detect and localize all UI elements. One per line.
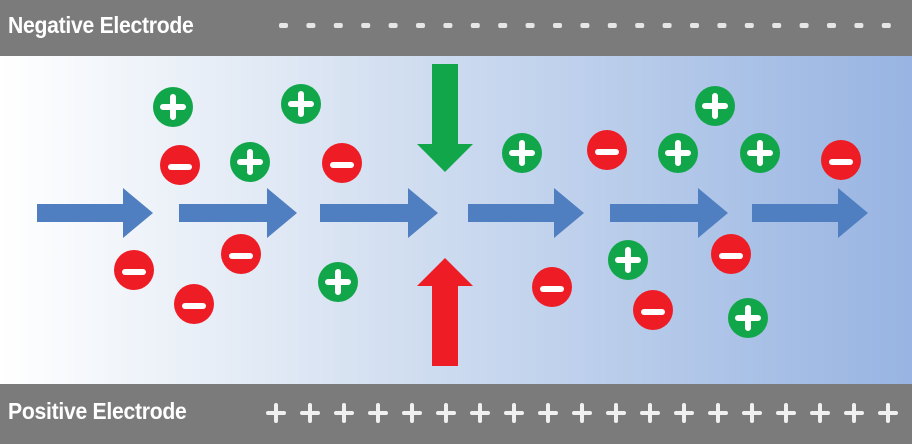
plus-icon <box>665 140 691 166</box>
positive-charge-plus <box>402 403 422 423</box>
negative-charge-dash <box>690 23 699 28</box>
negative-charge-dash <box>744 23 754 28</box>
negative-charge-dash <box>361 23 371 28</box>
positive-charge-plus <box>436 403 456 423</box>
positive-charge-plus <box>334 403 354 423</box>
negative-charge-dash <box>306 23 316 28</box>
negative-charge-dash <box>717 23 727 28</box>
positive-charge-plus <box>266 403 286 423</box>
positive-charge-plus <box>640 403 660 423</box>
positive-charge-plus <box>300 403 320 423</box>
positive-charge-plus <box>470 403 490 423</box>
negative-charge-dash <box>553 23 562 28</box>
negative-charge-dash <box>279 23 288 28</box>
flow-arrow <box>468 188 584 238</box>
positive-charge-plus <box>776 403 796 423</box>
negative-charge-dash <box>580 23 590 28</box>
positive-charge-plus <box>368 403 388 423</box>
negative-charge-dash <box>525 23 535 28</box>
up-arrow <box>417 258 473 366</box>
negative-charge-dash <box>388 23 398 28</box>
negative-charge-dash <box>416 23 425 28</box>
positive-charge-plus <box>708 403 728 423</box>
positive-charge-plus <box>674 403 694 423</box>
positive-charge-plus <box>504 403 524 423</box>
negative-charge-dash <box>827 23 836 28</box>
negative-electrode: Negative Electrode <box>0 0 912 56</box>
positive-charge-plus <box>572 403 592 423</box>
negative-charge-dash <box>470 23 480 28</box>
positive-charge-plus <box>606 403 626 423</box>
positive-charge-plus <box>742 403 762 423</box>
flow-arrow <box>752 188 868 238</box>
negative-charge-dash <box>635 23 645 28</box>
negative-charge-dash <box>881 23 891 28</box>
plus-icon <box>288 91 314 117</box>
negative-charge-dash <box>662 23 672 28</box>
plus-icon <box>509 140 535 166</box>
plus-icon <box>325 269 351 295</box>
negative-charge-dash <box>443 23 453 28</box>
negative-charge-dash <box>498 23 508 28</box>
flow-arrow <box>320 188 438 238</box>
flow-arrow <box>37 188 153 238</box>
positive-charge-plus <box>810 403 830 423</box>
plus-icon <box>702 93 728 119</box>
plus-icon <box>735 305 761 331</box>
positive-electrode-label: Positive Electrode <box>8 398 187 424</box>
plus-icon <box>237 149 263 175</box>
positive-charge-plus <box>844 403 864 423</box>
flow-arrow <box>179 188 297 238</box>
negative-charge-dash <box>607 23 617 28</box>
negative-charge-dash <box>854 23 864 28</box>
down-arrow <box>417 64 473 172</box>
flow-arrow <box>610 188 728 238</box>
negative-charge-dash <box>799 23 809 28</box>
positive-charge-plus <box>538 403 558 423</box>
negative-charge-dash <box>333 23 343 28</box>
negative-electrode-label: Negative Electrode <box>8 12 194 38</box>
negative-charge-dash <box>772 23 782 28</box>
plus-icon <box>747 140 773 166</box>
plus-icon <box>160 94 186 120</box>
positive-charge-plus <box>878 403 898 423</box>
plus-icon <box>615 247 641 273</box>
